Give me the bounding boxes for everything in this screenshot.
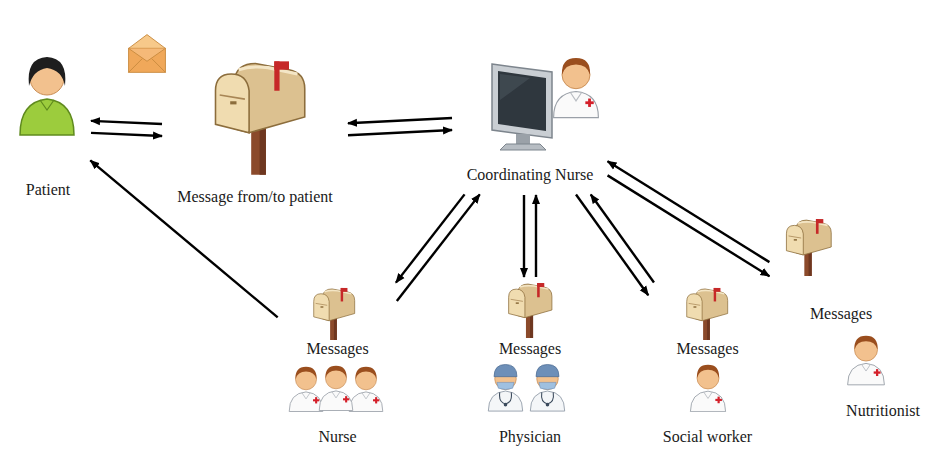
role-label: Physician	[499, 428, 561, 446]
nurse-icon	[349, 367, 383, 412]
mailbox-icon	[509, 283, 552, 338]
role-label: Nutritionist	[846, 402, 920, 420]
mailbox-icon	[216, 61, 305, 174]
message-arrow	[348, 130, 452, 135]
physician-icon	[488, 365, 522, 412]
message-arrow	[608, 161, 770, 262]
message-arrow	[608, 175, 770, 276]
nurse-node: MessagesNurse	[280, 285, 395, 450]
nutritionist-icon	[848, 336, 885, 385]
mailbox-node: Message from/to patient	[165, 58, 345, 210]
node-label: Messages	[306, 340, 368, 358]
envelope-icon	[129, 35, 166, 73]
message-arrow	[90, 160, 277, 317]
social-worker-icon	[690, 365, 725, 412]
node-label: Patient	[26, 181, 70, 199]
role-label: Social worker	[663, 428, 752, 446]
message-arrow	[523, 195, 525, 277]
mailbox-icon	[786, 219, 831, 276]
message-arrow	[591, 194, 654, 282]
message-arrow	[396, 194, 465, 282]
coordinator-node: Coordinating Nurse	[455, 48, 605, 192]
role-label: Nurse	[318, 428, 356, 446]
patient-node: Patient	[8, 45, 88, 205]
node-label: Messages	[810, 305, 872, 323]
message-arrow	[397, 194, 480, 301]
physician-icon	[530, 365, 564, 412]
patient-icon	[20, 57, 74, 135]
node-label: Messages	[499, 340, 561, 358]
mailbox-icon	[687, 288, 728, 340]
message-arrow	[91, 121, 162, 124]
physician-node: MessagesPhysician	[470, 280, 590, 450]
message-arrow	[576, 194, 648, 295]
nutritionist-node: MessagesNutritionist	[772, 215, 930, 425]
message-arrow	[91, 133, 162, 136]
nurse-icon	[319, 366, 353, 411]
computer-nurse-icon	[492, 58, 598, 150]
nurse-icon	[289, 367, 323, 412]
message-arrow	[535, 195, 537, 277]
node-label: Coordinating Nurse	[467, 166, 594, 184]
node-label: Message from/to patient	[177, 188, 333, 206]
node-label: Messages	[676, 340, 738, 358]
mailbox-icon	[314, 288, 355, 340]
message-arrow	[348, 118, 452, 123]
social-worker-node: MessagesSocial worker	[650, 285, 765, 450]
